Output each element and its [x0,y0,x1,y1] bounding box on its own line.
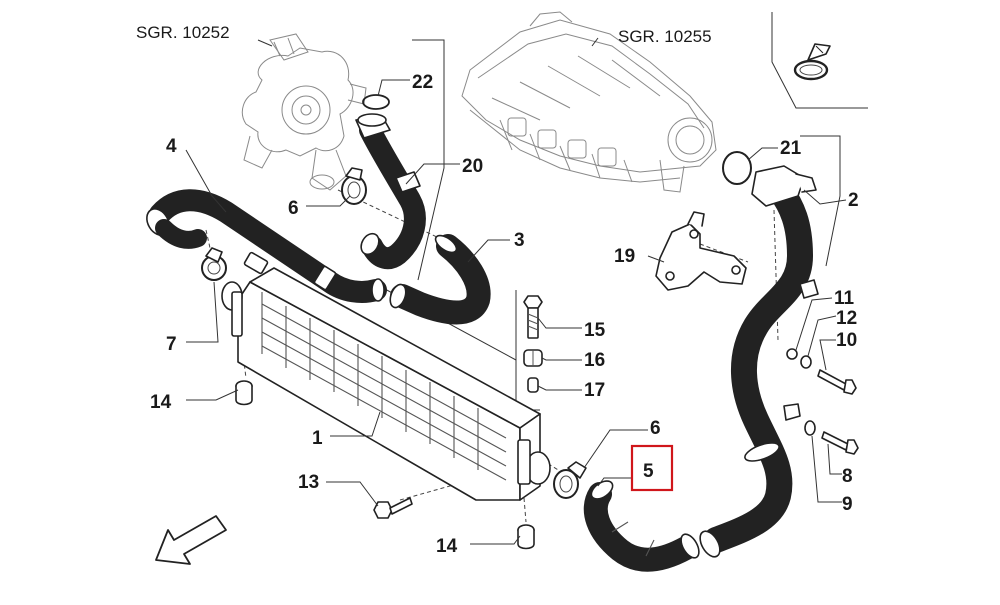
hose-clamp-icon [793,43,831,81]
label-part-13[interactable]: 13 [298,472,319,493]
part-22-o-ring [362,94,390,110]
part-13-bolt [373,497,413,519]
label-part-1[interactable]: 1 [312,428,323,449]
part-14-mount-lower [517,524,535,550]
label-part-6-lower[interactable]: 6 [650,418,661,439]
label-part-12[interactable]: 12 [836,308,857,329]
intake-manifold [461,11,717,193]
label-part-19[interactable]: 19 [614,246,635,267]
leader-lines [185,37,847,545]
part-9-washer [804,420,816,436]
part-10-bolt [817,369,857,395]
part-1-intercooler [221,251,551,501]
ref-turbo-label: SGR. 10252 [136,23,230,42]
part-14-mount-upper [235,380,253,406]
label-part-17[interactable]: 17 [584,380,605,401]
label-part-22[interactable]: 22 [412,72,433,93]
part-8-bolt [821,431,859,455]
part-3-curved-hose [389,234,491,325]
highlight-box-part-5 [630,444,674,492]
label-part-6-upper[interactable]: 6 [288,198,299,219]
part-6-clamp-lower [553,461,587,499]
part-16-bushing [523,349,543,367]
direction-arrow-icon [155,515,227,565]
part-5-lower-hose [583,480,700,572]
label-part-14-lower[interactable]: 14 [436,536,458,557]
part-11-washer [786,348,798,360]
label-part-15[interactable]: 15 [584,320,606,341]
clamp-detail-inset [771,12,868,109]
part-7-clamp [201,247,227,281]
label-part-5[interactable]: 5 [643,461,654,482]
part-17-sleeve [527,377,539,393]
label-part-7[interactable]: 7 [166,334,177,355]
label-part-2[interactable]: 2 [848,190,859,211]
label-part-3[interactable]: 3 [514,230,525,251]
label-part-14-upper[interactable]: 14 [150,392,172,413]
label-part-20[interactable]: 20 [462,156,483,177]
label-part-8[interactable]: 8 [842,466,853,487]
part-12-washer [800,355,812,369]
part-20-turbo-hose [355,113,426,270]
part-6-clamp-upper [341,167,367,205]
label-part-10[interactable]: 10 [836,330,857,351]
turbocharger-assembly [241,33,367,191]
label-part-16[interactable]: 16 [584,350,605,371]
part-21-seal [722,151,752,185]
part-19-bracket [655,211,747,291]
ref-manifold-label: SGR. 10255 [618,27,712,46]
label-part-11[interactable]: 11 [834,288,855,309]
label-part-9[interactable]: 9 [842,494,853,515]
label-part-21[interactable]: 21 [780,138,802,159]
part-2-outlet-hose [699,165,819,558]
part-15-bolt [523,295,543,339]
label-part-4[interactable]: 4 [166,136,177,157]
